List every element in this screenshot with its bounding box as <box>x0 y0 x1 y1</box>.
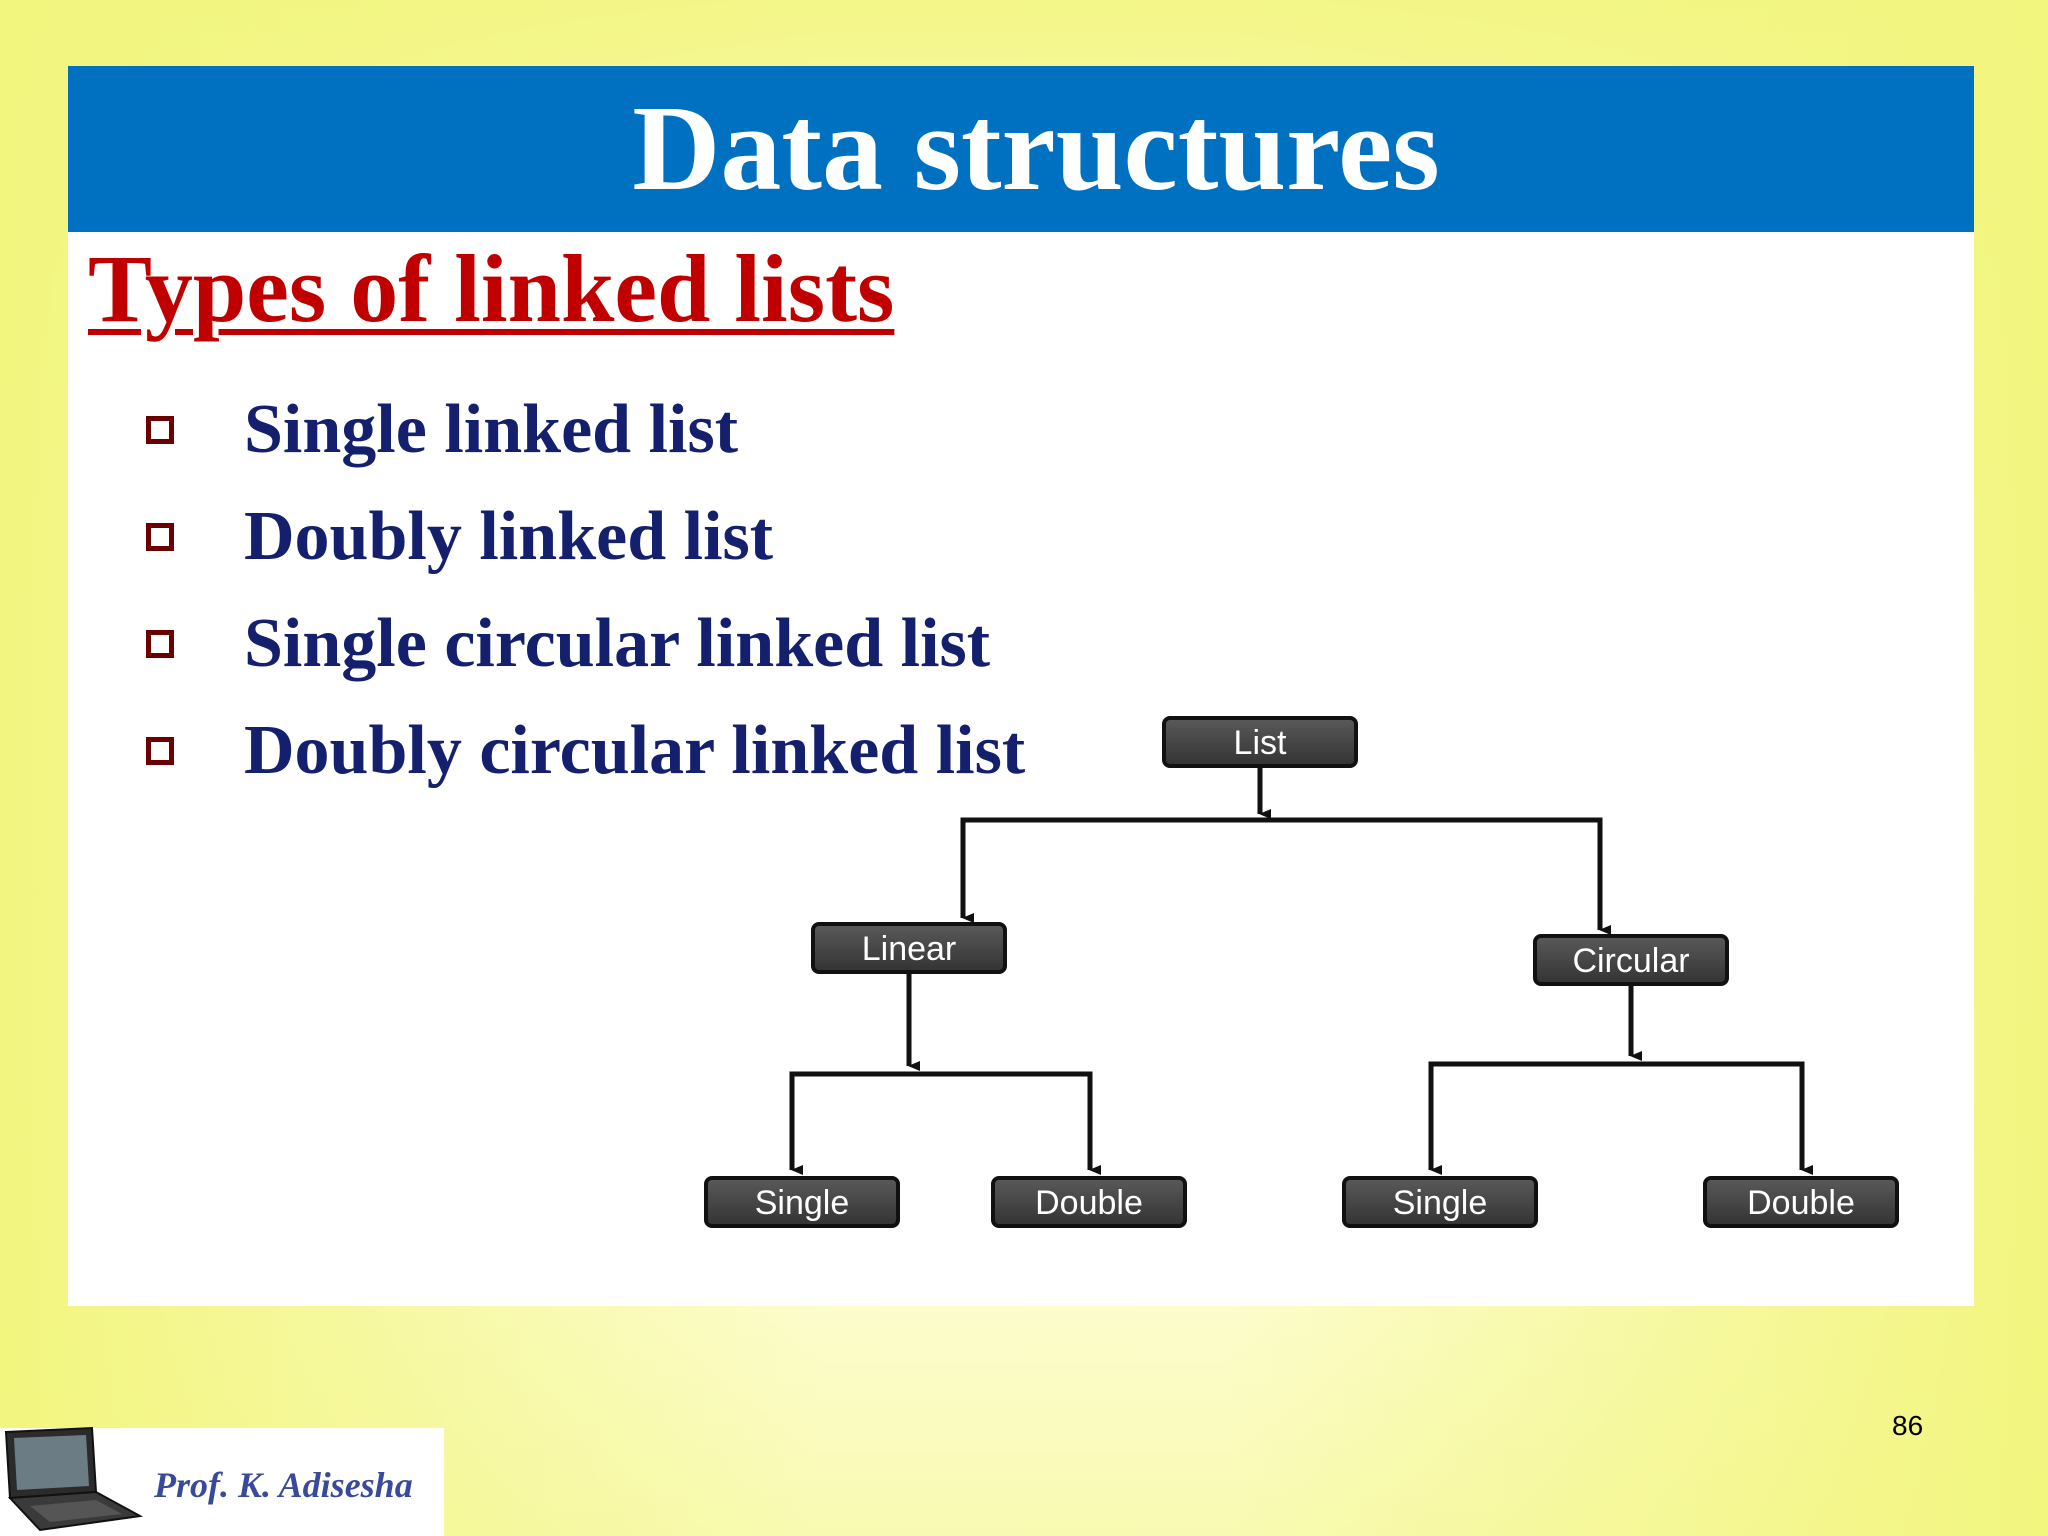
bullet-list: Single linked list Doubly linked list Si… <box>146 376 1025 804</box>
node-label: Double <box>1035 1184 1143 1222</box>
bullet-text: Doubly linked list <box>244 497 774 575</box>
tree-node-linear-double: Double <box>991 1176 1187 1228</box>
node-label: Double <box>1747 1184 1855 1222</box>
bullet-item: Doubly circular linked list <box>146 697 1025 804</box>
square-bullet-icon <box>146 629 174 658</box>
square-bullet-icon <box>146 415 174 444</box>
tree-node-linear: Linear <box>811 922 1007 974</box>
bullet-item: Doubly linked list <box>146 483 1025 590</box>
bullet-text: Doubly circular linked list <box>244 711 1026 789</box>
slide-subtitle: Types of linked lists <box>88 235 895 342</box>
content-panel <box>68 66 1974 1306</box>
tree-node-circular-single: Single <box>1342 1176 1538 1228</box>
tree-node-root: List <box>1162 716 1358 768</box>
square-bullet-icon <box>146 522 174 551</box>
tree-connectors <box>789 766 1813 1175</box>
node-label: Linear <box>862 930 957 968</box>
connector-circular-bar <box>1428 1061 1805 1067</box>
square-bullet-icon <box>146 736 174 765</box>
connector-linear-bar <box>789 1071 1093 1077</box>
connector-root-bar <box>960 817 1603 823</box>
tree-node-linear-single: Single <box>704 1176 900 1228</box>
node-label: Circular <box>1572 942 1689 980</box>
author-signature: Prof. K. Adisesha <box>154 1465 413 1505</box>
bullet-text: Single linked list <box>244 390 739 468</box>
title-bar: Data structures <box>68 66 1974 232</box>
laptop-icon <box>4 1426 144 1532</box>
slide-title: Data structures <box>632 81 1440 216</box>
bullet-item: Single circular linked list <box>146 590 1025 697</box>
tree-node-circular: Circular <box>1533 934 1729 986</box>
tree-node-circular-double: Double <box>1703 1176 1899 1228</box>
page-number: 86 <box>1892 1410 1924 1441</box>
node-label: Single <box>1393 1184 1488 1222</box>
bullet-text: Single circular linked list <box>244 604 991 682</box>
bullet-item: Single linked list <box>146 376 1025 483</box>
node-label: Single <box>755 1184 850 1222</box>
node-label: List <box>1234 724 1287 762</box>
